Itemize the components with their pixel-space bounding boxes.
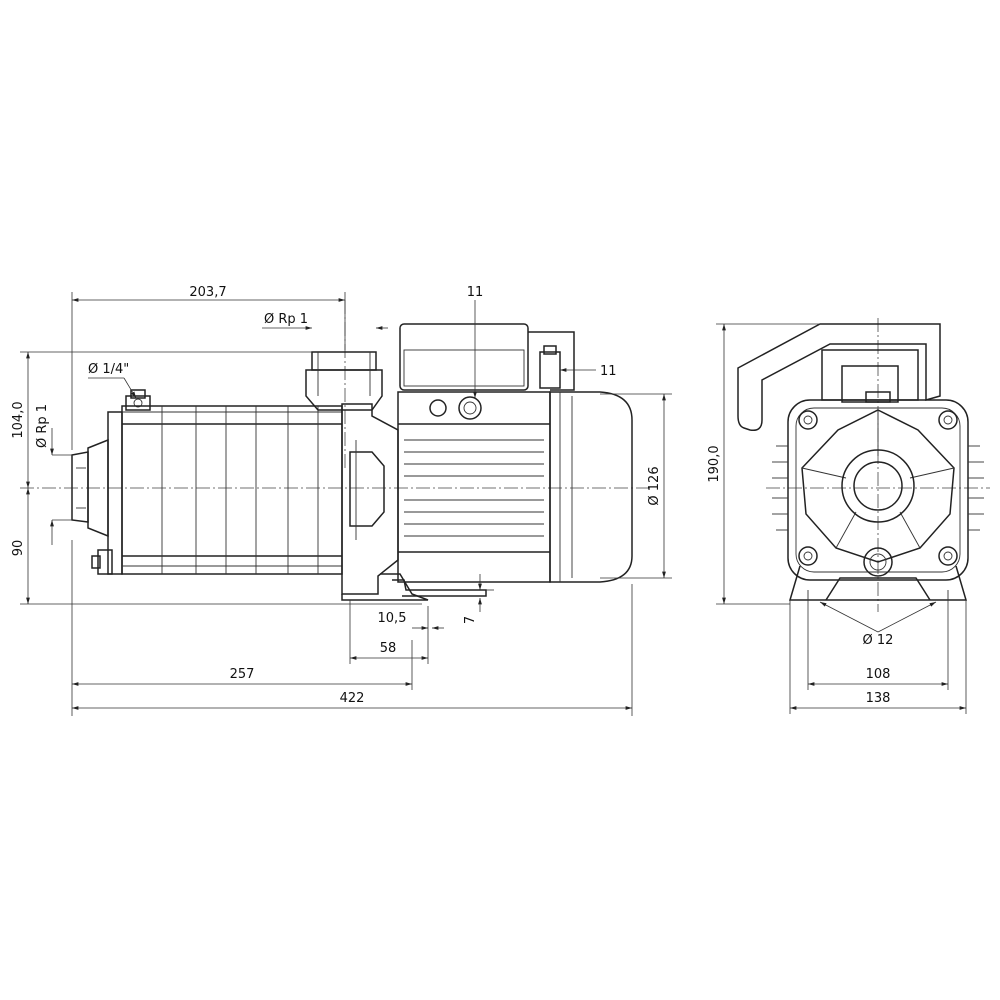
dim-rp1-top: Ø Rp 1 — [264, 312, 308, 327]
dim-203-7: 203,7 — [189, 285, 226, 300]
front-impeller-shape — [801, 409, 955, 563]
front-drain-plug — [863, 547, 893, 577]
fan-cover — [549, 391, 633, 583]
dim-422: 422 — [340, 691, 365, 706]
side-dimensions: 203,7 Ø Rp 1 11 11 Ø 1/4" 104,0 90 Ø Rp … — [11, 285, 672, 716]
dim-108: 108 — [866, 667, 891, 682]
dim-190: 190,0 — [707, 445, 722, 482]
dim-257: 257 — [230, 667, 255, 682]
front-base — [788, 565, 968, 601]
drain-plug — [91, 549, 113, 575]
dim-10-5: 10,5 — [378, 611, 407, 626]
dim-1-4: Ø 1/4" — [88, 362, 129, 377]
vent-plug — [125, 389, 151, 411]
motor-housing — [397, 391, 551, 583]
front-dimensions: 190,0 Ø 12 108 138 — [707, 323, 967, 714]
outlet-port — [305, 351, 383, 411]
front-suction-eye — [841, 449, 915, 523]
front-terminal-box — [737, 323, 941, 432]
mounting-foot — [392, 579, 487, 597]
pump-head — [341, 403, 429, 601]
terminal-box — [399, 323, 575, 391]
dim-58: 58 — [380, 641, 397, 656]
dim-12: Ø 12 — [863, 633, 894, 648]
side-view — [20, 300, 650, 601]
dim-7: 7 — [463, 616, 478, 624]
dim-11-side: 11 — [600, 364, 617, 379]
dim-rp1-left: Ø Rp 1 — [35, 404, 50, 448]
dim-90: 90 — [11, 540, 26, 557]
stage-casing — [121, 405, 343, 575]
dim-138: 138 — [866, 691, 891, 706]
dim-126: Ø 126 — [647, 466, 662, 505]
front-corner-bolts — [798, 410, 958, 566]
dim-104: 104,0 — [11, 401, 26, 438]
dim-11-top: 11 — [467, 285, 484, 300]
front-flange — [787, 399, 969, 581]
front-fins — [772, 445, 984, 531]
front-view — [737, 318, 990, 612]
